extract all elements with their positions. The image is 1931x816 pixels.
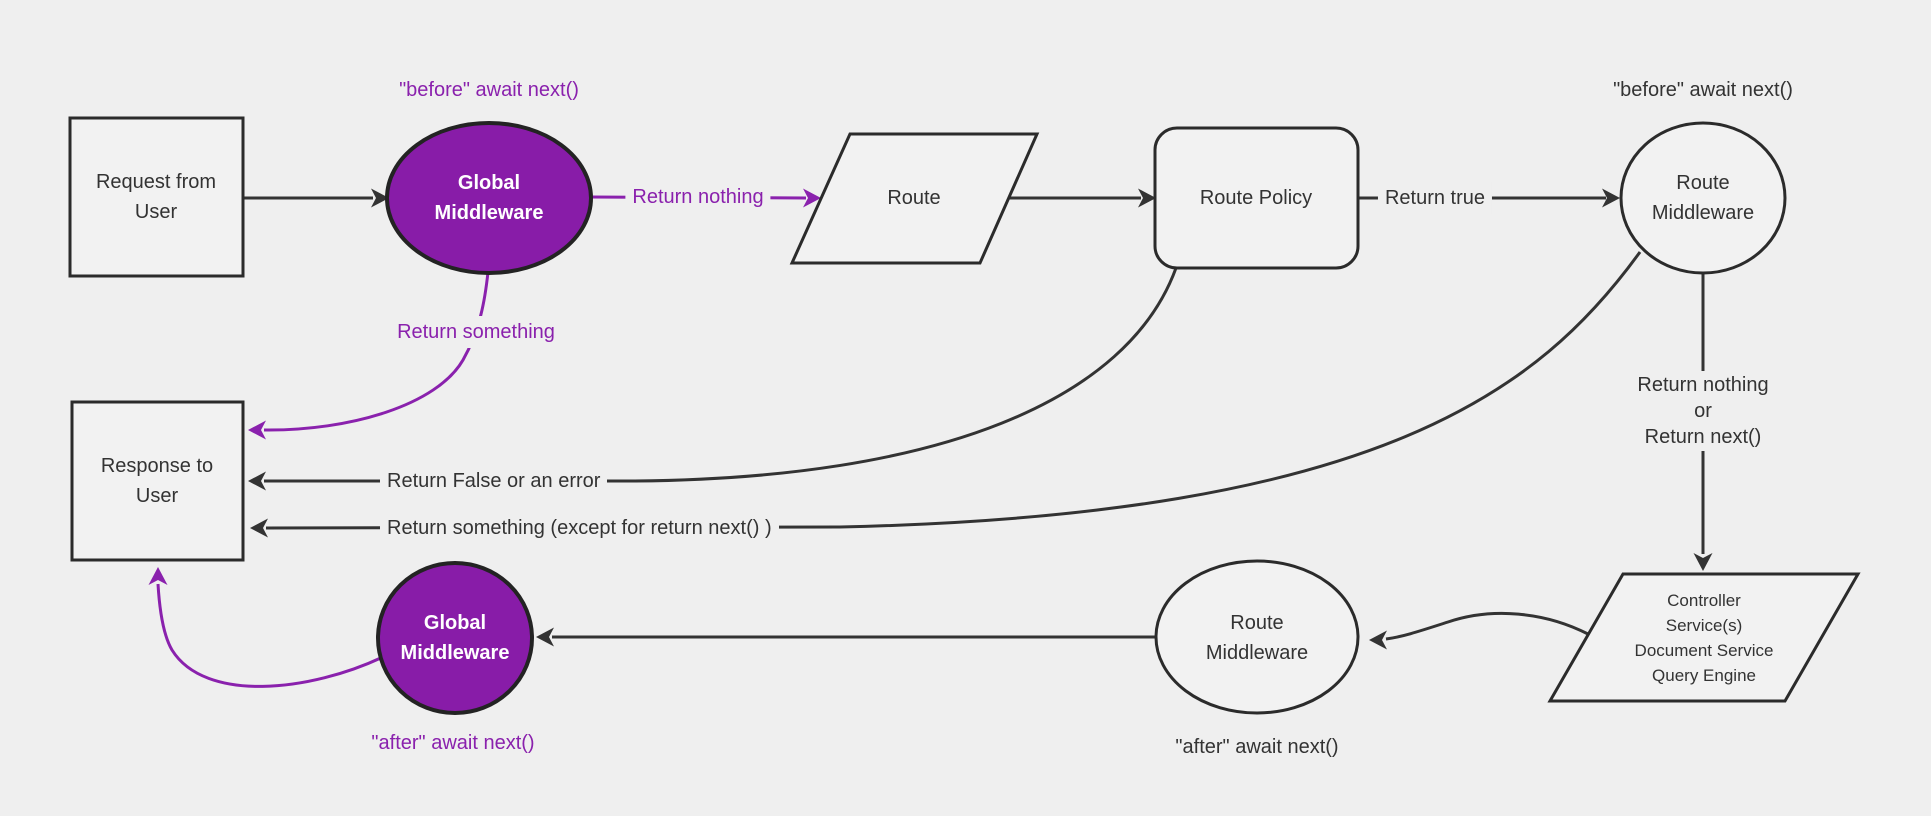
- global-mw-top-label-line2: Middleware: [434, 202, 544, 224]
- response-node-label-line1: Response to: [100, 455, 214, 477]
- request-node-label-line2: User: [134, 201, 178, 223]
- arrowhead-into-route-policy: [1138, 188, 1156, 208]
- request-node-label-line1: Request from: [95, 171, 217, 193]
- global-mw-top-node-ellipse: [385, 121, 593, 275]
- controller-label-line4: Query Engine: [1652, 666, 1756, 685]
- edge-global-mw-bottom-to-response: [156, 583, 386, 688]
- route-node-parallelogram: [789, 132, 1040, 265]
- return-nothing-or-next-line1: Return nothing: [1637, 374, 1769, 396]
- route-mw-bottom-label-line2: Middleware: [1205, 642, 1309, 664]
- return-something-except-edge-label: Return something (except for return next…: [380, 512, 779, 544]
- global-mw-top-node-label: Global Middleware: [435, 168, 544, 228]
- arrowhead-into-route: [803, 188, 821, 208]
- return-nothing-edge-label: Return nothing: [625, 181, 771, 213]
- global-mw-top-label-line1: Global: [457, 172, 521, 194]
- response-node-label-line2: User: [135, 485, 179, 507]
- route-mw-bottom-node-label: Route Middleware: [1206, 608, 1308, 668]
- edge-route-mw-to-response: [265, 251, 1642, 530]
- arrowhead-into-controller: [1693, 553, 1713, 571]
- controller-label-line1: Controller: [1667, 591, 1741, 610]
- response-node-label: Response to User: [101, 451, 213, 511]
- global-mw-bottom-label-line2: Middleware: [400, 642, 510, 664]
- arrowhead-into-route-mw: [1602, 188, 1620, 208]
- route-mw-top-label-line2: Middleware: [1651, 202, 1755, 224]
- route-mw-bottom-label-line1: Route: [1230, 612, 1284, 634]
- before-await-next-label-global: "before" await next(): [399, 79, 579, 101]
- route-mw-top-node-label: Route Middleware: [1652, 168, 1754, 228]
- return-something-edge-label: Return something: [390, 316, 562, 348]
- after-await-next-label-global: "after" await next(): [371, 732, 535, 754]
- after-await-next-label-route-mw: "after" await next(): [1175, 736, 1339, 758]
- return-nothing-or-next-edge-label: Return nothing or Return next(): [1630, 371, 1776, 451]
- controller-node-label: Controller Service(s) Document Service Q…: [1635, 588, 1774, 688]
- arrowhead-into-route-mw-bottom: [1369, 630, 1387, 650]
- route-mw-top-node-ellipse: [1619, 121, 1787, 275]
- request-node-label: Request from User: [96, 167, 216, 227]
- request-node-box: [68, 116, 245, 278]
- edge-controller-to-route-mw-bottom: [1385, 611, 1589, 641]
- return-nothing-or-next-line3: Return next(): [1644, 426, 1762, 448]
- route-mw-top-label-line1: Route: [1676, 172, 1730, 194]
- return-true-edge-label: Return true: [1377, 182, 1493, 214]
- response-node-box: [70, 400, 245, 562]
- controller-label-line3: Document Service: [1634, 641, 1774, 660]
- route-mw-bottom-node-ellipse: [1154, 559, 1360, 715]
- arrowhead-purple-into-response-bottom: [148, 567, 168, 585]
- return-nothing-or-next-line2: or: [1694, 400, 1712, 422]
- arrowhead-return-false-into-response: [248, 471, 266, 491]
- edge-route-policy-to-response: [264, 267, 1178, 483]
- controller-node-parallelogram: [1547, 572, 1861, 703]
- global-mw-bottom-node-ellipse: [376, 561, 534, 715]
- arrowhead-into-global-mw-bottom: [536, 627, 554, 647]
- controller-label-line2: Service(s): [1665, 616, 1743, 635]
- route-policy-node-label: Route Policy: [1199, 187, 1313, 209]
- edge-global-mw-to-response-return-something: [263, 271, 490, 432]
- global-mw-bottom-label-line1: Global: [423, 612, 487, 634]
- route-policy-node-box: [1153, 126, 1360, 270]
- route-node-label: Route: [887, 187, 941, 209]
- return-false-or-error-edge-label: Return False or an error: [380, 465, 608, 497]
- arrowhead-into-global-mw: [371, 188, 389, 208]
- arrowhead-purple-into-response-side: [248, 420, 266, 440]
- global-mw-bottom-node-label: Global Middleware: [401, 608, 510, 668]
- arrowhead-return-something-except-into-response: [250, 518, 268, 538]
- before-await-next-label-route-mw: "before" await next(): [1613, 79, 1793, 101]
